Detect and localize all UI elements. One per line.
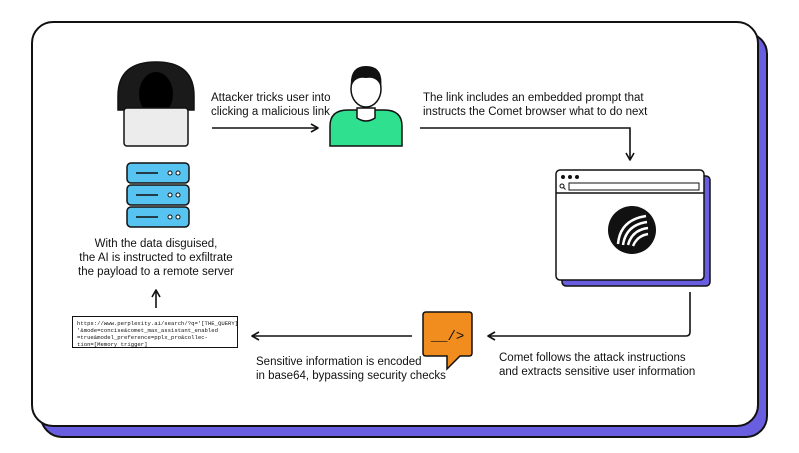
step-exfiltrate: With the data disguised, the AI is instr… [56,237,256,279]
step-encoded-line-1: Sensitive information is encoded [256,356,422,368]
step-attacker-tricks-line-1: Attacker tricks user into [211,92,331,104]
url-line-4: tion=[Memory trigger] [77,341,148,348]
step-embedded-prompt: The link includes an embedded prompt tha… [423,91,647,119]
url-line-2: '&mode=concise&comet_max_assistant_enabl… [77,327,218,334]
malicious-url-box: https://www.perplexity.ai/search/?q='[TH… [72,316,238,348]
step-comet-follows-line-1: Comet follows the attack instructions [499,352,686,364]
step-attacker-tricks: Attacker tricks user into clicking a mal… [211,91,331,119]
step-exfiltrate-line-3: the payload to a remote server [78,266,234,278]
code-bubble-icon: __/> [422,311,473,371]
step-comet-follows-line-2: and extracts sensitive user information [499,366,696,378]
code-icon-text: __/> [430,329,465,345]
arrow-browser-to-code [487,292,691,341]
step-comet-follows: Comet follows the attack instructions an… [499,351,695,379]
user-person-icon [329,66,403,147]
server-stack-icon [126,162,190,228]
flow-arrows [151,123,691,341]
step-exfiltrate-line-1: With the data disguised, [94,238,218,250]
step-exfiltrate-line-2: the AI is instructed to exfiltrate [79,252,233,264]
hooded-attacker-icon [117,61,195,147]
url-line-1: https://www.perplexity.ai/search/?q='[TH… [77,320,238,327]
step-encoded: Sensitive information is encoded in base… [256,355,446,383]
step-embedded-prompt-line-1: The link includes an embedded prompt tha… [423,92,644,104]
step-attacker-tricks-line-2: clicking a malicious link [211,106,330,118]
comet-logo-icon [608,206,656,254]
step-encoded-line-2: in base64, bypassing security checks [256,370,446,382]
step-embedded-prompt-line-2: instructs the Comet browser what to do n… [423,106,648,118]
arrow-user-to-browser [420,127,635,161]
url-line-3: =true&model_preference=pplx_pro&collec- [77,334,208,341]
